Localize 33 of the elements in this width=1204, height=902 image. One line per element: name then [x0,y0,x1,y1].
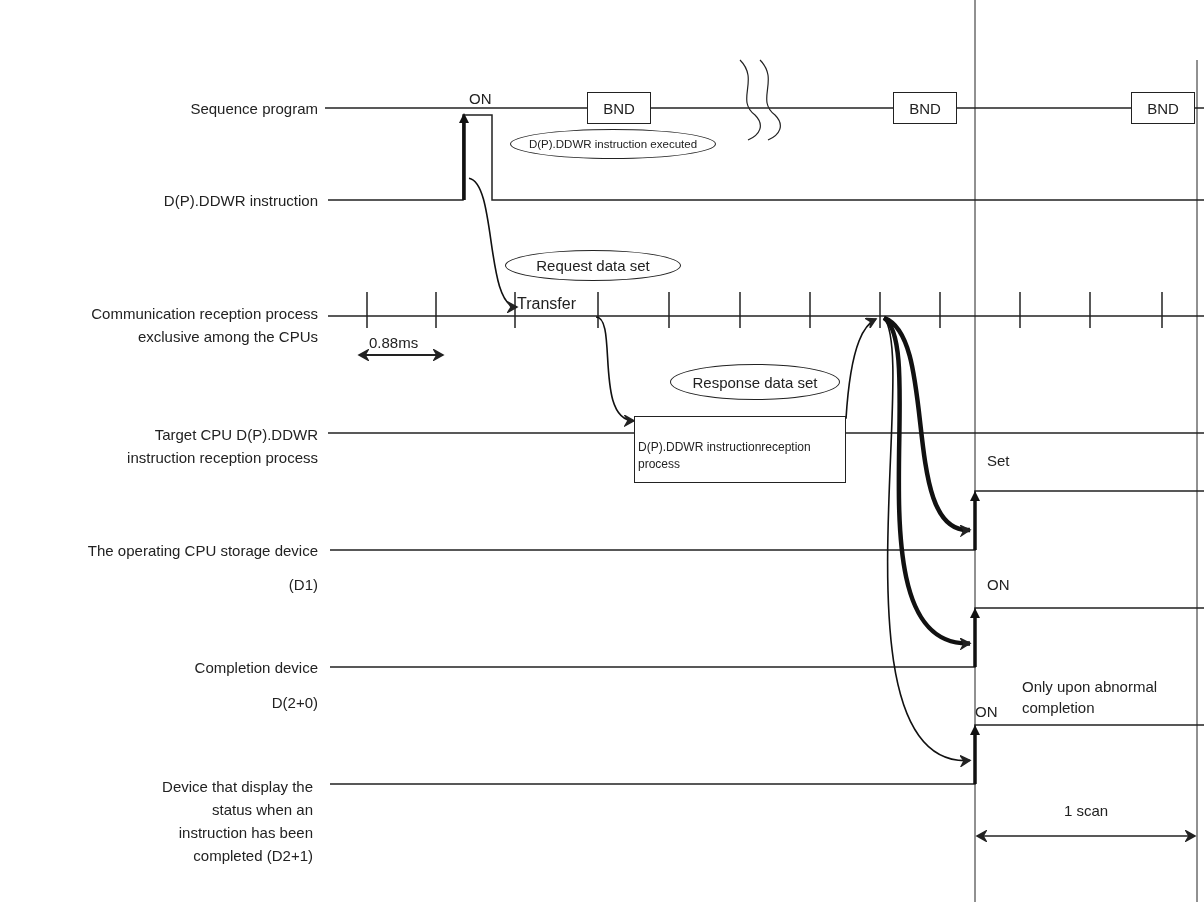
rising-edge-arrow [970,725,980,784]
state-label: ON [469,90,492,107]
state-label: Set [987,452,1010,469]
row-label: Sequence program [190,99,318,119]
arrow [595,316,635,425]
note-text: Only upon abnormal completion [1022,677,1159,718]
row-label: Device that display the status when an instruction has been completed (D2+1) [161,777,313,866]
instruction-block: BND [893,92,957,124]
instruction-block: BND [587,92,651,124]
arrow [468,177,518,310]
row-label: Target CPU D(P).DDWR instruction reception process [126,425,318,468]
state-label: ON [987,576,1010,593]
arrow [882,316,971,648]
note-bubble: Response data set [670,364,840,400]
row-label: Completion device [194,658,318,678]
transfer-label: Transfer [517,295,596,317]
note-bubble: D(P).DDWR instruction executed [510,129,716,159]
row-label: Communication reception process exclusive among the CPUs [90,304,318,347]
row-label: The operating CPU storage device [87,541,318,561]
row-label: D(P).DDWR instruction [163,191,318,211]
state-label: ON [975,703,998,720]
row-label: (D1) [288,575,318,595]
arrow [883,317,971,765]
dimension-label: 0.88ms [369,333,419,353]
rising-edge-arrow [459,113,469,200]
process-box: D(P).DDWR instructionreception process [634,416,846,483]
instruction-block: BND [1131,92,1195,124]
rising-edge-arrow [970,608,980,667]
dimension-label: 1 scan [1062,801,1110,821]
rising-edge-arrow [970,491,980,550]
tick-mark [876,292,884,328]
note-bubble: Request data set [505,250,681,281]
row-label: D(2+0) [271,693,318,713]
